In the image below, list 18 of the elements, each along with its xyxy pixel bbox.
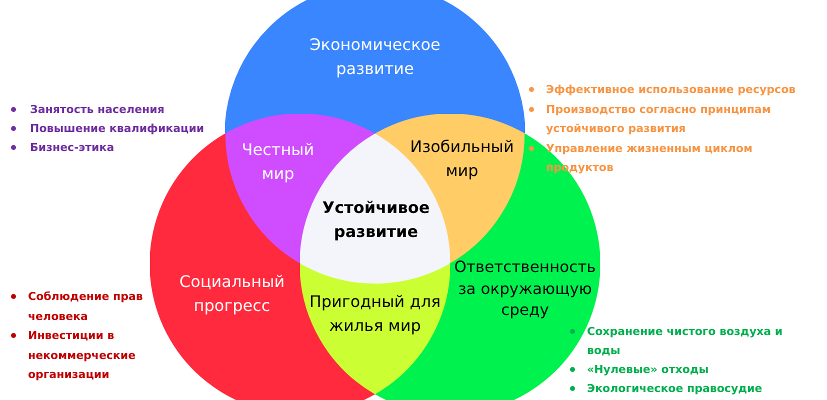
list-item-text: Соблюдение прав человека (28, 289, 144, 324)
region-label: Ответственность за окружающую среду (453, 257, 597, 321)
list-item-text: Сохранение чистого воздуха и воды (587, 324, 784, 359)
list-item-text: Экологическое правосудие (587, 381, 764, 397)
region-label: Социальный прогресс (178, 271, 286, 317)
region-label: Экономическое развитие (308, 34, 442, 80)
list-item-text: «Нулевые» отходы (587, 362, 710, 378)
region-label: Изобильный мир (409, 136, 515, 182)
list-item-text: Повышение квалификации (30, 121, 206, 137)
overlap-region (300, 264, 450, 394)
region-label: Пригодный для жилья мир (308, 291, 442, 337)
list-item-text: Занятость населения (30, 102, 166, 118)
region-label: Устойчивое развитие (321, 197, 431, 243)
list-item-text: Инвестиции в некоммерческие организации (28, 328, 137, 383)
list-item-text: Бизнес-этика (30, 140, 116, 156)
list-item-text: Производство согласно принципам устойчивого развития (546, 102, 772, 137)
region-label: Честный мир (240, 139, 316, 185)
list-item-text: Эффективное использование ресурсов (546, 82, 797, 98)
